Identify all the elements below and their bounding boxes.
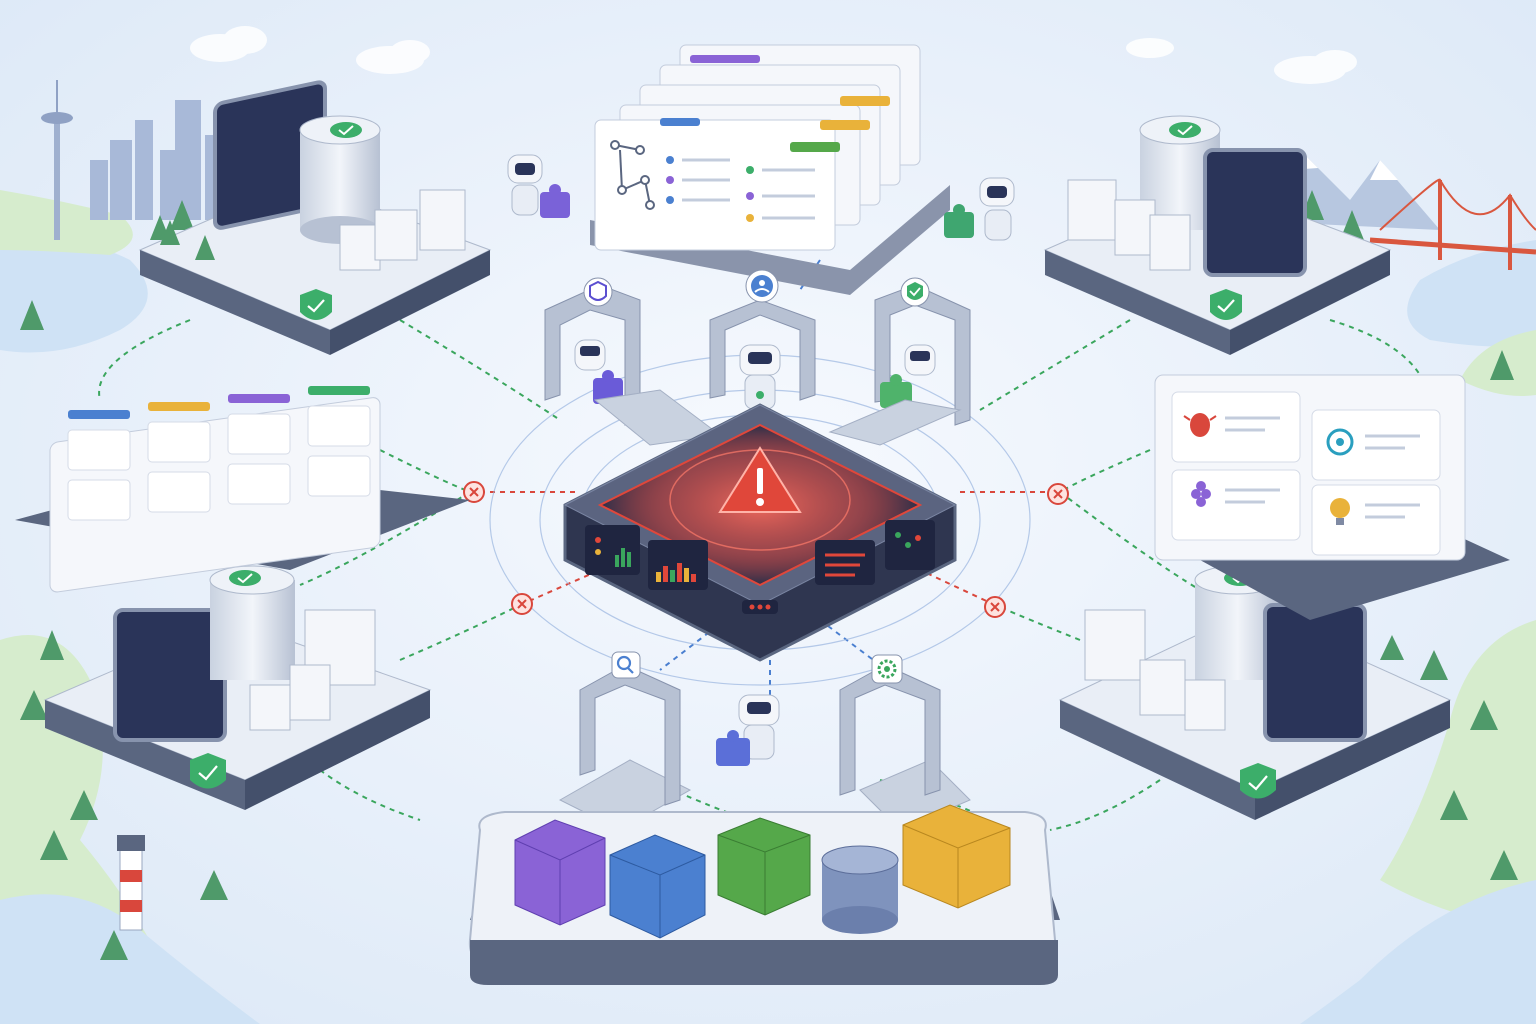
shield-check-icon: [1240, 763, 1276, 799]
gate-bottom-right[interactable]: [839, 654, 941, 796]
robot-center: [739, 344, 781, 410]
status-dots: [666, 156, 754, 222]
server-node-bottom-right[interactable]: [1058, 565, 1452, 820]
search-icon: [611, 651, 641, 679]
issue-card: [1171, 391, 1441, 556]
right-issue-panel[interactable]: [1154, 374, 1510, 620]
code-monitor: [1203, 148, 1307, 277]
package-green-crate: [717, 817, 811, 916]
users-icon: [745, 269, 779, 303]
package-slate-cylinder: [821, 845, 899, 934]
led-dots: [595, 532, 921, 614]
link-left-to-db: [299, 491, 471, 586]
package-purple-cube: [514, 819, 606, 926]
server-node-bottom-left[interactable]: [43, 565, 432, 810]
puzzle-piece-icon: [716, 730, 750, 766]
tab-accents: [660, 55, 890, 152]
database-cylinder: [209, 565, 295, 680]
warning-triangle-icon: [718, 446, 802, 513]
link-hub-down-c: [819, 619, 881, 666]
package-amber-box: [902, 804, 1011, 909]
gear-icon: [871, 654, 903, 684]
shield-check-icon: [190, 753, 226, 789]
workflow-graph: [610, 140, 655, 210]
link-fail-lower-right: [919, 569, 996, 606]
lightbulb-icon: [1330, 498, 1350, 525]
server-rack: [249, 609, 376, 731]
suspension-bridge: [1369, 178, 1536, 270]
gate-top-left[interactable]: [544, 277, 641, 426]
central-hub[interactable]: [563, 403, 957, 662]
robot-top-left: [507, 154, 570, 218]
link-top-right: [979, 319, 1131, 411]
checkmark-icon: [330, 122, 362, 138]
package-blue-crate: [609, 834, 706, 939]
kanban-card: [67, 405, 371, 521]
top-document-stack[interactable]: [590, 44, 950, 295]
cloud: [190, 26, 1357, 84]
link-left-loop: [98, 319, 191, 401]
server-node-top-right[interactable]: [1043, 115, 1392, 355]
list-lines: [1225, 416, 1420, 519]
failure-markers: [463, 481, 1069, 618]
space-needle-tower: [41, 80, 73, 240]
x-mark-icon: [984, 596, 1006, 618]
conveyor-tracks: [558, 389, 971, 831]
robot-bottom-center: [716, 694, 780, 766]
shield-check-icon: [900, 277, 930, 307]
checkmark-icon: [1169, 122, 1201, 138]
red-indicator-bars: [825, 553, 865, 577]
left-dashboard-panel[interactable]: [15, 386, 470, 593]
lighthouse: [117, 835, 145, 931]
x-mark-icon: [511, 593, 533, 615]
link-top-left: [399, 319, 561, 421]
gate-bottom-left[interactable]: [579, 651, 681, 806]
link-bottom-left: [319, 769, 421, 821]
bug-icon: [1183, 413, 1217, 437]
server-rack: [1084, 609, 1226, 731]
code-monitor: [1263, 603, 1367, 742]
bar-meter: [615, 548, 696, 582]
code-monitor: [113, 608, 227, 742]
link-left-db-up: [399, 604, 521, 661]
trees: [20, 190, 1518, 960]
gate-top-right[interactable]: [874, 277, 971, 426]
shield-icon: [583, 277, 613, 307]
x-mark-icon: [1047, 483, 1069, 505]
checkmark-icon: [229, 570, 261, 586]
flower-icon: [1191, 481, 1211, 507]
robot-top-right: [944, 177, 1015, 241]
puzzle-piece-icon: [540, 184, 570, 218]
server-node-top-left[interactable]: [138, 80, 492, 355]
server-rack: [339, 189, 466, 271]
gate-top-center[interactable]: [709, 269, 816, 410]
puzzle-piece-icon: [944, 204, 974, 238]
shield-check-icon: [300, 289, 332, 320]
database-cylinder: [299, 115, 381, 244]
sync-icon: [1326, 428, 1354, 456]
link-fail-lower-left: [519, 569, 601, 606]
shield-check-icon: [1210, 289, 1242, 320]
city-skyline: [90, 100, 223, 220]
server-rack: [1067, 179, 1191, 271]
kanban-column: [68, 386, 370, 419]
x-mark-icon: [463, 481, 485, 503]
